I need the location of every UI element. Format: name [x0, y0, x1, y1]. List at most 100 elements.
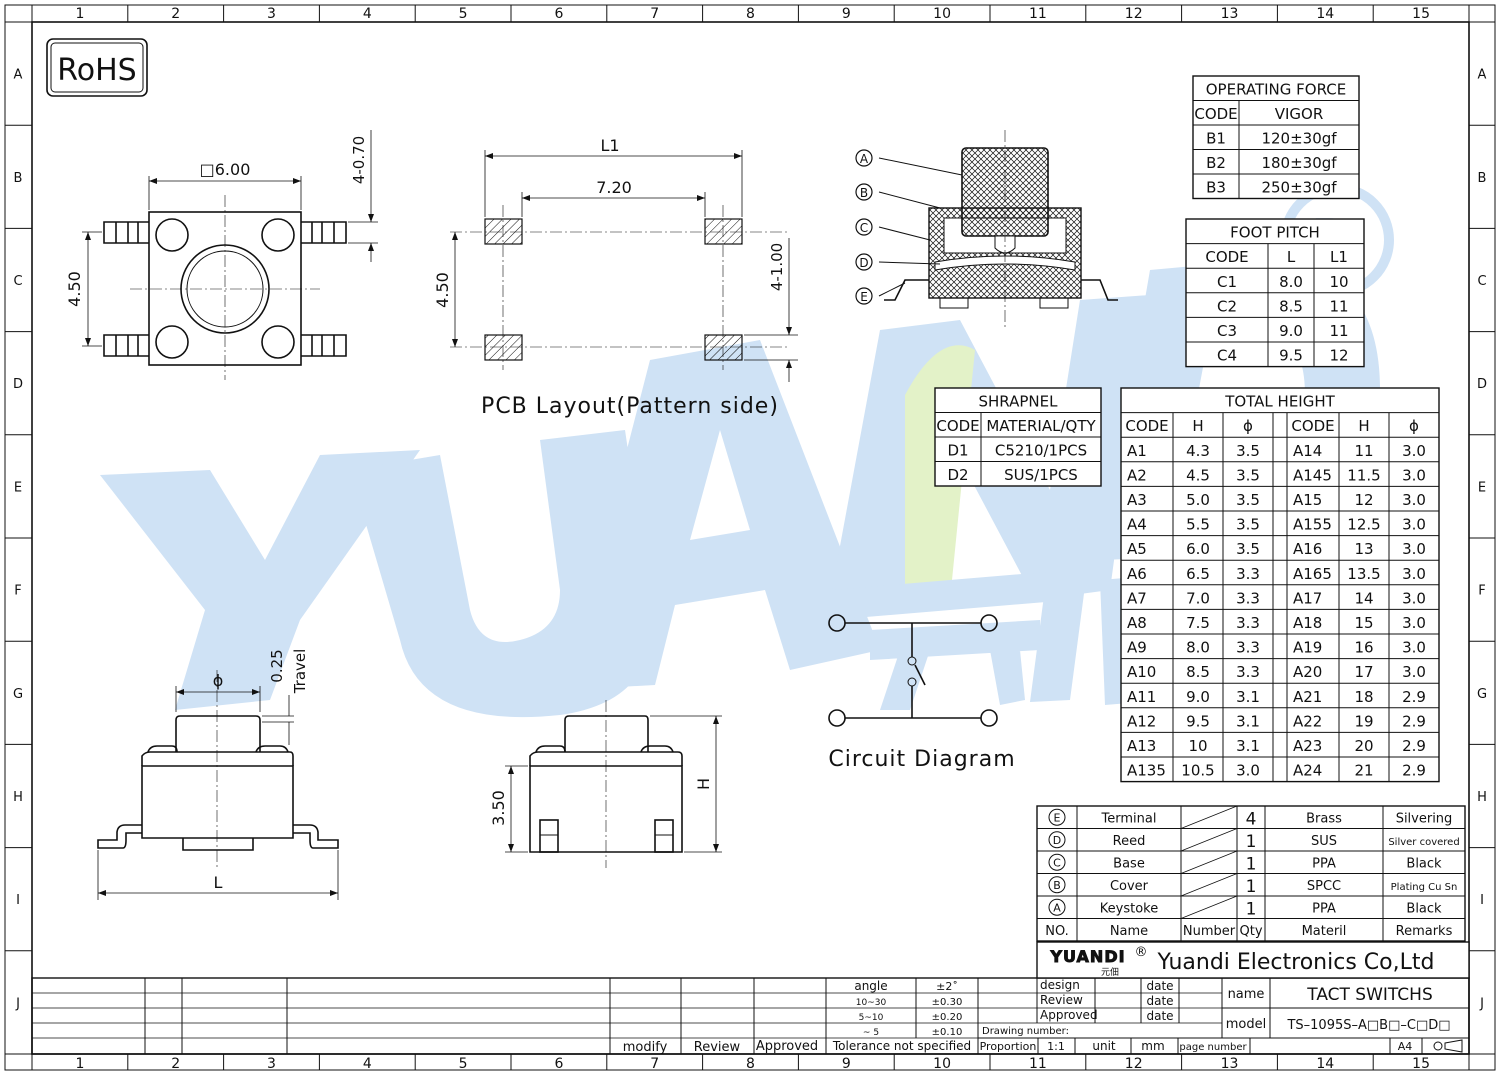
pcb-pad-dim: 4-1.00: [768, 243, 786, 291]
grid-col-label-bottom: 8: [746, 1056, 755, 1072]
grid-row-label-right: J: [1479, 996, 1484, 1011]
total-height-cell: 13.5: [1347, 565, 1380, 583]
grid-col-label-top: 3: [267, 6, 276, 22]
total-height-cell: 21: [1354, 762, 1373, 780]
total-height-cell: 14: [1354, 589, 1373, 607]
total-height-cell: 3.0: [1402, 589, 1426, 607]
bom-name: Terminal: [1101, 812, 1157, 827]
total-height-cell: 3.0: [1402, 639, 1426, 657]
bom-material: SPCC: [1307, 879, 1341, 894]
front-view: ϕ 0.25 Travel L: [97, 649, 339, 900]
grid-col-label-top: 5: [459, 6, 468, 22]
total-height-cell: 2.9: [1402, 712, 1426, 730]
grid-row-label-left: E: [14, 480, 22, 495]
total-height-cell: A23: [1293, 737, 1322, 755]
total-height-cell: A145: [1293, 466, 1332, 484]
callout-label: D: [859, 256, 868, 270]
sign-modify: modify: [623, 1040, 668, 1055]
total-height-cell: A7: [1127, 589, 1147, 607]
total-height-cell: 7.0: [1186, 589, 1210, 607]
total-height-cell: A20: [1293, 663, 1322, 681]
grid-col-label-bottom: 4: [363, 1056, 372, 1072]
total-height-cell: A22: [1293, 712, 1322, 730]
bom-header: Name: [1110, 924, 1148, 939]
grid-col-label-top: 12: [1125, 6, 1143, 22]
shrapnel-table-header: CODE: [936, 417, 979, 435]
total-height-cell: A9: [1127, 639, 1147, 657]
total-height-cell: A18: [1293, 614, 1322, 632]
approval-date: date: [1146, 994, 1173, 1008]
total-height-cell: 2.9: [1402, 762, 1426, 780]
bom-header: Materil: [1302, 924, 1347, 939]
total-height-cell: 16: [1354, 639, 1373, 657]
grid-row-label-right: I: [1480, 893, 1484, 908]
bom-callout-circle: [1048, 876, 1066, 894]
grid-row-label-right: B: [1478, 171, 1487, 186]
circuit-caption: Circuit Diagram: [828, 747, 1015, 772]
grid-col-label-bottom: 15: [1412, 1056, 1430, 1072]
company-logo: YUANDI: [1049, 947, 1125, 966]
grid-column-labels: 1122334455667788991010111112121313141415…: [75, 5, 1430, 1072]
operating-force-table-cell: B3: [1206, 179, 1226, 197]
bom-qty: 1: [1246, 855, 1257, 875]
model-value: TS–1095S–A□B□–C□D□: [1286, 1018, 1450, 1033]
bom-material: PPA: [1312, 857, 1336, 872]
grid-col-label-bottom: 9: [842, 1056, 851, 1072]
grid-col-label-top: 4: [363, 6, 372, 22]
rohs-badge: RoHS: [46, 38, 148, 97]
grid-col-label-top: 10: [933, 6, 951, 22]
total-height-cell: A21: [1293, 688, 1322, 706]
pcb-caption: PCB Layout(Pattern side): [481, 394, 779, 419]
total-height-cell: 3.0: [1402, 565, 1426, 583]
grid-col-label-top: 1: [75, 6, 84, 22]
grid-col-label-bottom: 13: [1221, 1056, 1239, 1072]
total-height-cell: 19: [1354, 712, 1373, 730]
sign-review: Review: [694, 1040, 741, 1055]
operating-force-table-cell: B1: [1206, 130, 1226, 148]
bom-header: Number: [1183, 924, 1236, 939]
tolerance-value: ±0.20: [932, 1012, 963, 1023]
total-height-cell: A8: [1127, 614, 1147, 632]
bom-callout-circle: [1048, 831, 1066, 849]
total-height-cell: A24: [1293, 762, 1322, 780]
foot-pitch-table-header: L1: [1330, 248, 1348, 266]
total-height-cell: A3: [1127, 491, 1147, 509]
total-height-cell: 3.5: [1236, 466, 1260, 484]
total-height-cell: A6: [1127, 565, 1147, 583]
total-height-cell: 10.5: [1181, 762, 1214, 780]
bom-qty: 4: [1246, 810, 1257, 830]
total-height-cell: A12: [1127, 712, 1156, 730]
bom-callout-circle: [1048, 808, 1066, 826]
operating-force-table-cell: B2: [1206, 154, 1226, 172]
rohs-label: RoHS: [57, 53, 136, 88]
tolerance-range: 10~30: [856, 998, 887, 1008]
total-height-header: H: [1192, 417, 1203, 435]
bom-qty: 1: [1246, 900, 1257, 920]
approval-date: date: [1146, 979, 1173, 993]
callout-circle: [855, 149, 873, 167]
bom-no: A: [1053, 901, 1061, 914]
pcb-l1-dim: L1: [600, 136, 619, 155]
grid-row-label-right: F: [1478, 584, 1485, 599]
bom-name: Reed: [1113, 834, 1146, 849]
operating-force-table-cell: 180±30gf: [1261, 154, 1337, 172]
foot-pitch-table-header: L: [1287, 248, 1296, 266]
total-height-header: ϕ: [1409, 417, 1419, 435]
total-height-cell: A11: [1127, 688, 1156, 706]
grid-col-label-top: 14: [1316, 6, 1334, 22]
grid-row-label-right: H: [1477, 790, 1487, 805]
grid-col-label-top: 8: [746, 6, 755, 22]
shrapnel-table-cell: SUS/1PCS: [1004, 466, 1078, 484]
grid-row-label-right: A: [1478, 68, 1487, 83]
total-height-header: ϕ: [1243, 417, 1253, 435]
grid-row-label-left: I: [16, 893, 20, 908]
total-height-cell: A165: [1293, 565, 1332, 583]
front-dia-dim: ϕ: [213, 671, 224, 690]
shrapnel-table-cell: D2: [947, 466, 968, 484]
tolerance-caption: Tolerance not specified: [832, 1039, 971, 1053]
grid-col-label-bottom: 2: [171, 1056, 180, 1072]
operating-force-table-title: OPERATING FORCE: [1206, 81, 1347, 99]
